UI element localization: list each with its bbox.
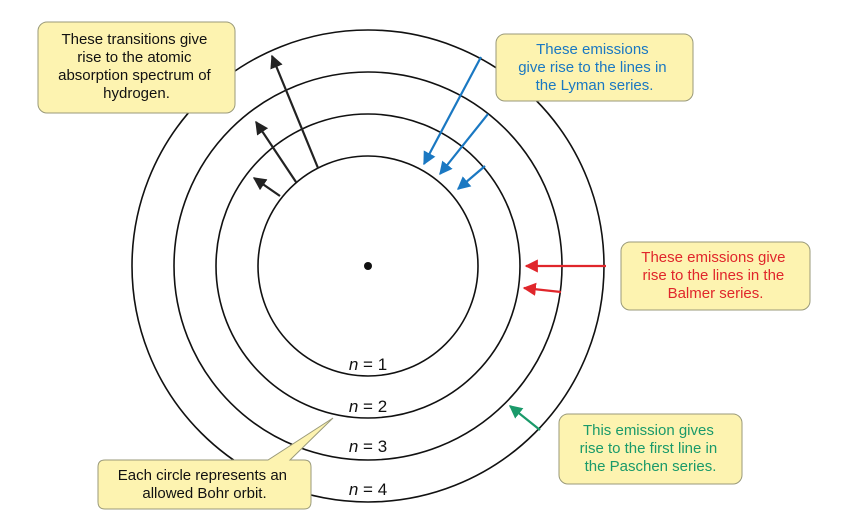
orbit-label-2: n = 2 (349, 397, 387, 416)
callout-paschen: This emission gives rise to the first li… (558, 413, 743, 485)
svg-text:These emissions give ris: These emissions give rise to the lines i… (641, 249, 789, 302)
balmer-arrow-3-to-2 (522, 282, 562, 296)
orbit-label-3: n = 3 (349, 437, 387, 456)
callout-absorption: These transitions give rise to the atomi… (37, 21, 236, 114)
paschen-arrow-4-to-3 (508, 405, 541, 431)
lyman-arrow-3-to-1 (439, 113, 489, 176)
orbit-2-circle (215, 113, 521, 419)
lyman-arrow-2-to-1 (456, 165, 486, 190)
absorption-arrow-1-to-3 (255, 120, 297, 183)
absorption-arrow-1-to-2 (252, 177, 281, 197)
svg-text:Each circle represents an: Each circle represents an allowed Bohr o… (118, 467, 291, 502)
callout-lyman: These emissions give rise to the lines i… (495, 33, 694, 102)
nucleus (364, 262, 372, 270)
absorption-arrow-1-to-4 (270, 54, 320, 169)
svg-text:These transitions give r: These transitions give rise to the atomi… (58, 31, 215, 102)
lyman-arrow-4-to-1 (423, 56, 482, 166)
orbit-label-1: n = 1 (349, 355, 387, 374)
orbit-label-4: n = 4 (349, 480, 387, 499)
orbit-1-circle (257, 155, 479, 377)
svg-text:These emissions give ris: These emissions give rise to the lines i… (518, 41, 671, 94)
svg-text:This emission gives rise: This emission gives rise to the first li… (580, 422, 722, 475)
callout-balmer: These emissions give rise to the lines i… (620, 241, 811, 311)
callout-bohr-orbit: Each circle represents an allowed Bohr o… (97, 417, 334, 510)
